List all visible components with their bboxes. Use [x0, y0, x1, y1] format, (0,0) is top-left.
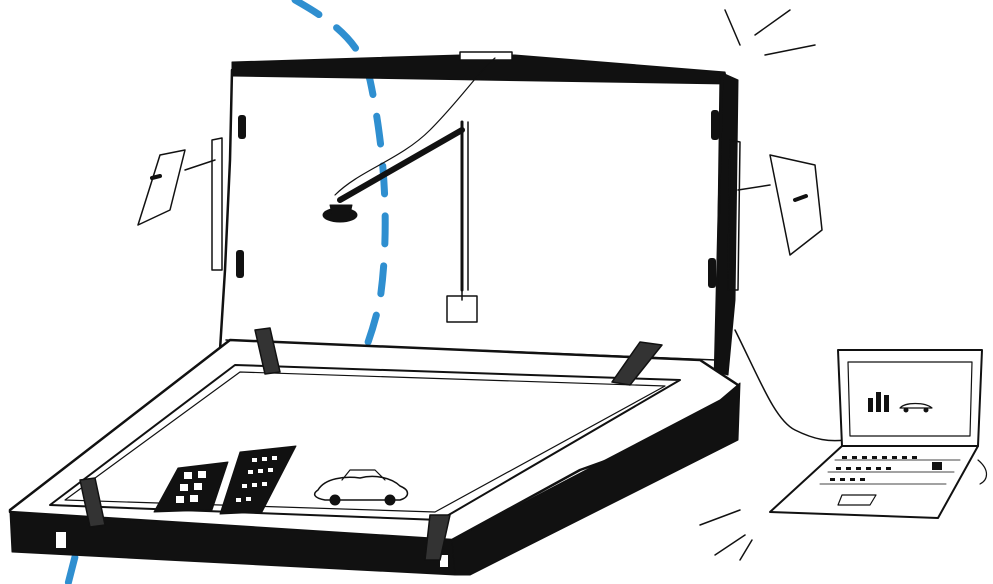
overhead-camera-icon [323, 58, 495, 322]
usb-cable [735, 330, 845, 441]
